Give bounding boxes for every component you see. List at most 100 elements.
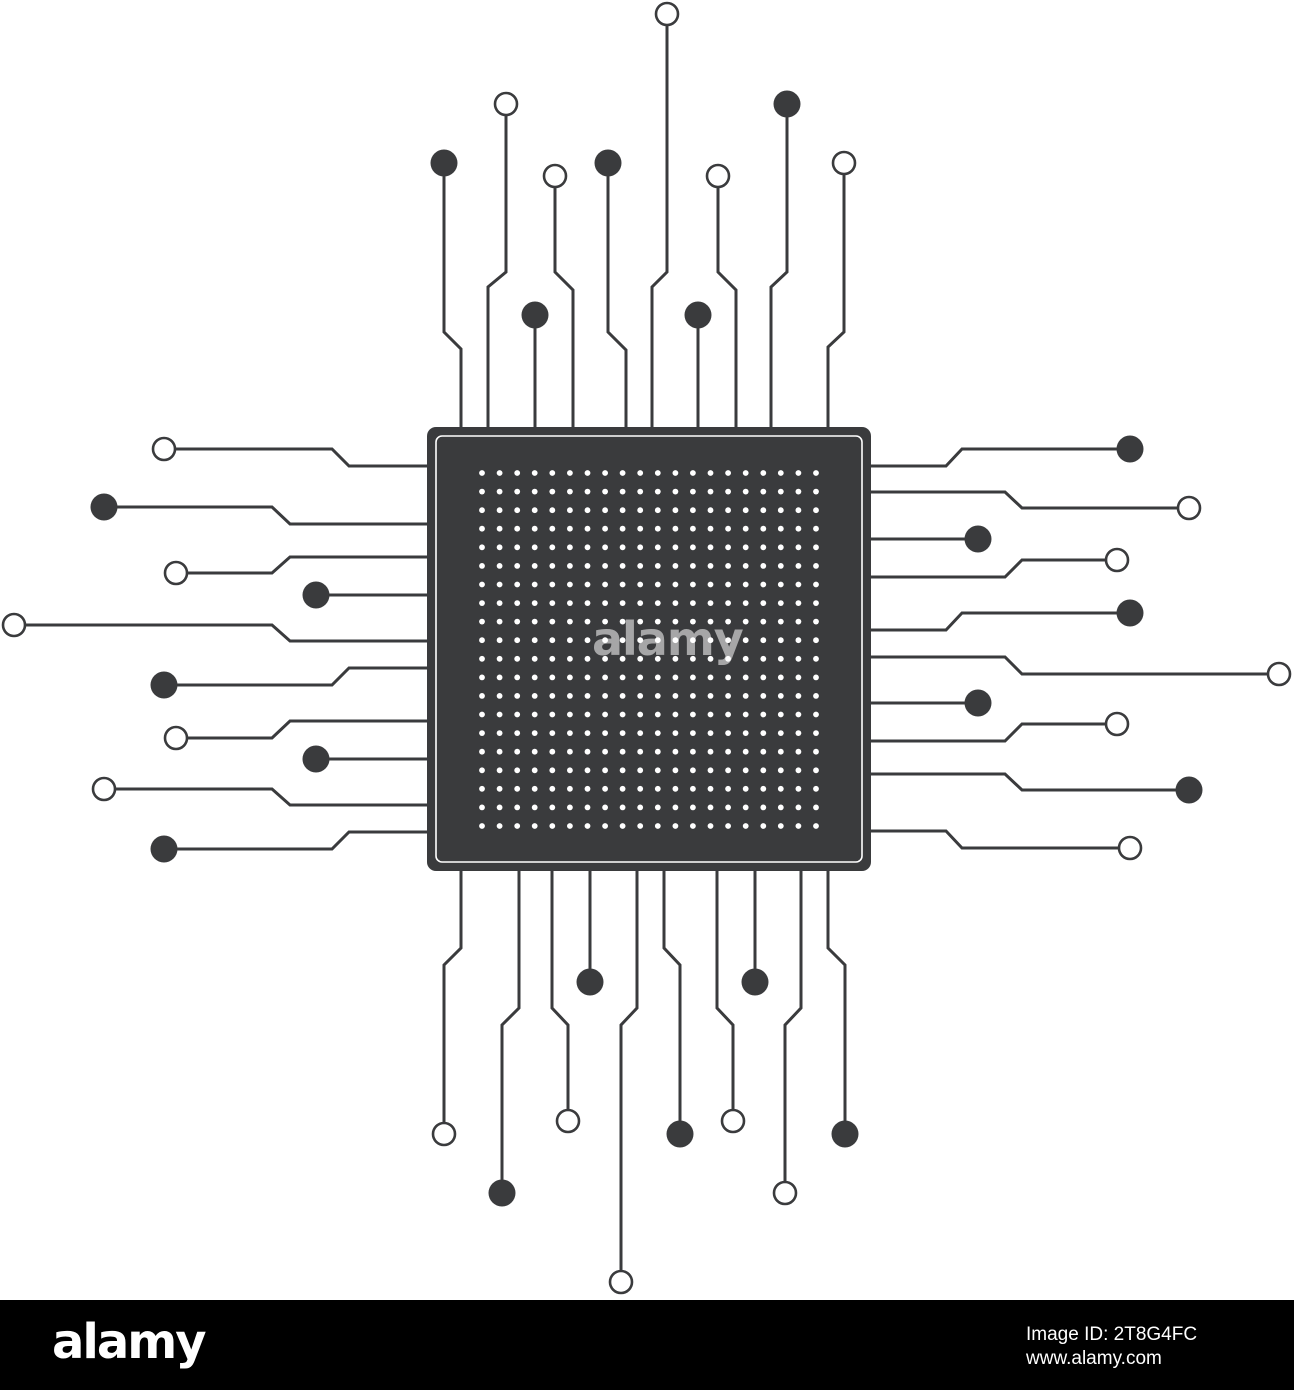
chip-contact-dot	[777, 525, 784, 532]
chip-contact-dot	[496, 674, 503, 681]
chip-contact-dot	[619, 823, 626, 829]
chip-contact-dot	[567, 637, 573, 644]
chip-contact-dot	[637, 693, 644, 699]
chip-contact-dot	[795, 544, 802, 551]
chip-contact-dot	[742, 618, 749, 625]
chip-contact-dot	[637, 711, 644, 718]
chip-contact-dot	[479, 488, 485, 495]
chip-contact-dot	[690, 674, 696, 681]
chip-contact-dot	[567, 785, 573, 792]
filled-terminal-dot	[430, 149, 458, 177]
chip-contact-dot	[707, 581, 714, 588]
chip-contact-dot	[777, 637, 784, 644]
chip-contact-dot	[567, 525, 573, 532]
chip-contact-dot	[637, 563, 644, 569]
chip-contact-dot	[707, 600, 714, 606]
chip-contact-dot	[637, 470, 644, 476]
chip-contact-dot	[654, 525, 661, 532]
chip-contact-dot	[549, 748, 556, 755]
chip-outer-body	[427, 427, 871, 871]
circuit-trace	[871, 611, 1130, 632]
chip-contact-dot	[549, 693, 556, 699]
chip-contact-dot	[742, 525, 749, 532]
chip-contact-dot	[637, 674, 644, 681]
filled-terminal-dot	[964, 689, 992, 717]
chip-contact-dot	[654, 563, 661, 569]
hollow-terminal-ring	[720, 1108, 746, 1134]
chip-contact-dot	[813, 655, 819, 662]
chip-contact-dot	[672, 655, 679, 662]
chip-contact-dot	[496, 804, 503, 811]
chip-contact-dot	[777, 823, 784, 829]
chip-contact-dot	[760, 488, 767, 495]
chip-contact-dot	[707, 655, 714, 662]
chip-contact-dot	[496, 767, 503, 774]
circuit-trace	[164, 666, 427, 687]
circuit-trace	[769, 104, 789, 427]
circuit-terminals	[1, 1, 1292, 1295]
chip-contact-dot	[707, 804, 714, 811]
chip-contact-dot	[690, 711, 696, 718]
circuit-trace	[826, 163, 846, 427]
chip-contact-dot	[672, 525, 679, 532]
chip-contact-dot	[725, 488, 731, 495]
chip-contact-dot	[496, 600, 503, 606]
chip-contact-dot	[690, 563, 696, 569]
chip-contact-dot	[725, 581, 731, 588]
filled-terminal-dot	[150, 835, 178, 863]
chip-contact-dot	[707, 711, 714, 718]
chip-contact-dot	[707, 563, 714, 569]
circuit-trace	[871, 558, 1117, 579]
chip-contact-dot	[795, 525, 802, 532]
hollow-terminal-ring	[542, 163, 568, 189]
chip-contact-dot	[514, 581, 521, 588]
chip-contact-dot	[813, 823, 819, 829]
chip-contact-dot	[496, 655, 503, 662]
chip-contact-dot	[549, 711, 556, 718]
chip-contact-dot	[584, 600, 591, 606]
chip-contact-dot	[690, 544, 696, 551]
chip-contact-dot	[707, 637, 714, 644]
chip-contact-dot	[602, 618, 608, 625]
chip-contact-dot	[496, 637, 503, 644]
chip-contact-dot	[531, 693, 538, 699]
chip-contact-dot	[479, 674, 485, 681]
circuit-trace	[783, 871, 803, 1193]
chip-contact-dot	[813, 693, 819, 699]
circuit-trace	[176, 719, 427, 740]
hollow-terminal-ring	[1117, 835, 1143, 861]
filled-terminal-dot	[302, 581, 330, 609]
chip-contact-dot	[514, 655, 521, 662]
chip-contact-dot	[760, 525, 767, 532]
circuit-trace	[164, 830, 427, 851]
chip-contact-dot	[619, 563, 626, 569]
chip-contact-dot	[514, 804, 521, 811]
chip-contact-dot	[795, 730, 802, 736]
chip-contact-dot	[707, 618, 714, 625]
filled-terminal-dot	[666, 1120, 694, 1148]
chip-contact-dot	[760, 785, 767, 792]
chip-contact-dot	[531, 711, 538, 718]
filled-terminal-dot	[521, 301, 549, 329]
chip-contact-dot	[496, 488, 503, 495]
chip-contact-dot	[549, 488, 556, 495]
chip-contact-dot	[654, 823, 661, 829]
chip-contact-dot	[496, 470, 503, 476]
chip-contact-dot	[672, 544, 679, 551]
chip-contact-dot	[549, 767, 556, 774]
chip-contact-dot	[760, 507, 767, 514]
chip-contact-dot	[479, 618, 485, 625]
chip-contact-dot	[813, 767, 819, 774]
chip-contact-dot	[742, 581, 749, 588]
chip-contact-dot	[602, 544, 608, 551]
chip-contact-dot	[514, 693, 521, 699]
chip-contact-dot	[549, 581, 556, 588]
chip-contact-dot	[690, 637, 696, 644]
chip-contact-dot	[795, 674, 802, 681]
chip-contact-dot	[742, 544, 749, 551]
chip-contact-dot	[619, 655, 626, 662]
chip-contact-dot	[795, 823, 802, 829]
chip-contact-dot	[795, 767, 802, 774]
chip-contact-dot	[813, 748, 819, 755]
chip-contact-dot	[619, 804, 626, 811]
